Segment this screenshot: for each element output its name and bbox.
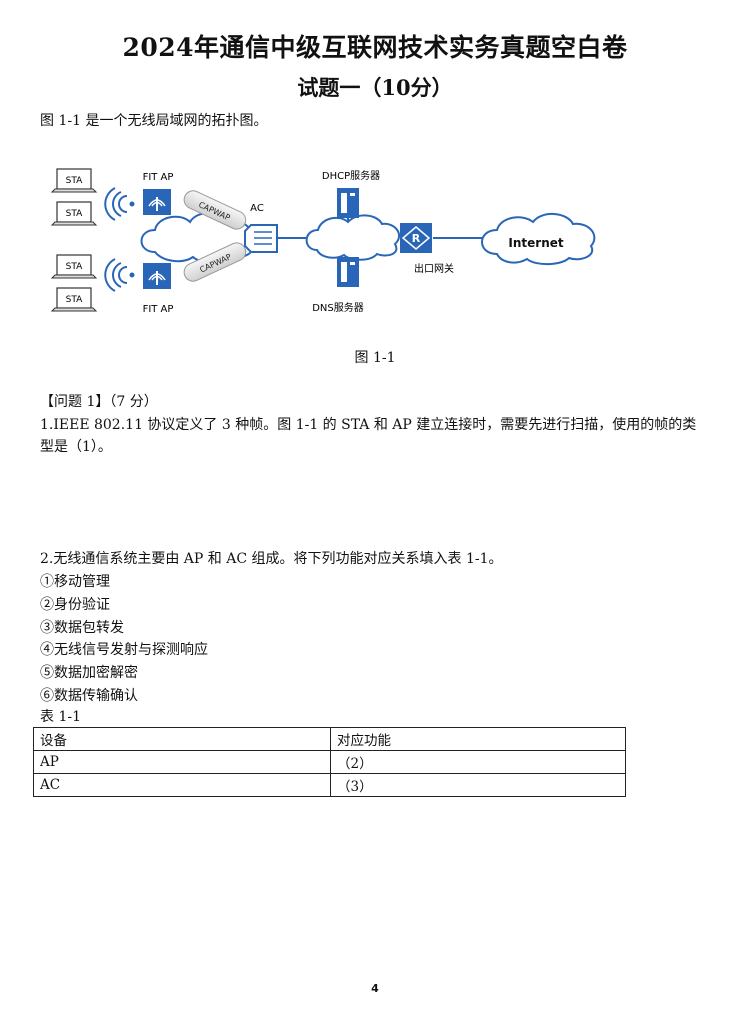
fit-ap-label-bottom: FIT AP xyxy=(143,304,174,315)
wifi-signal-icon xyxy=(104,258,135,292)
sta-laptop-3: STA xyxy=(50,254,98,279)
table-cell-function: （2） xyxy=(330,750,626,774)
function-item-4: ④无线信号发射与探测响应 xyxy=(40,642,208,658)
dns-label: DNS服务器 xyxy=(312,301,364,314)
sta-laptop-2: STA xyxy=(50,201,98,226)
question1-heading: 【问题 1】（7 分） xyxy=(40,394,158,410)
router-icon: R xyxy=(400,223,432,253)
question-title: 试题一（10分） xyxy=(297,75,453,100)
gateway-label: 出口网关 xyxy=(414,262,454,275)
dns-server-icon xyxy=(337,257,359,287)
dhcp-server-icon xyxy=(337,188,359,218)
table-caption: 表 1-1 xyxy=(40,709,81,725)
function-item-6: ⑥数据传输确认 xyxy=(40,688,138,704)
table-cell-function: （3） xyxy=(330,773,626,797)
sta-laptop-1: STA xyxy=(50,168,98,193)
fit-ap-icon-top xyxy=(143,189,171,215)
table-cell-device: AC xyxy=(33,773,331,797)
function-item-2: ②身份验证 xyxy=(40,597,110,613)
cloud-internet xyxy=(481,213,596,266)
table-header-function: 对应功能 xyxy=(330,727,626,751)
question1-part1-line2: 型是（1）。 xyxy=(40,439,112,455)
internet-label: Internet xyxy=(508,236,563,250)
function-item-3: ③数据包转发 xyxy=(40,620,124,636)
ac-label: AC xyxy=(250,203,264,214)
intro-text: 图 1-1 是一个无线局域网的拓扑图。 xyxy=(40,113,268,129)
sta-laptop-4: STA xyxy=(50,287,98,312)
wifi-signal-icon xyxy=(104,187,135,221)
question1-part1-line1: 1.IEEE 802.11 协议定义了 3 种帧。图 1-1 的 STA 和 A… xyxy=(40,417,697,433)
table-header-device: 设备 xyxy=(33,727,331,751)
topology-svg: Internet CAPWAP CAPWAP STA STA STA xyxy=(50,168,596,315)
svg-text:R: R xyxy=(412,232,421,245)
figure-caption: 图 1-1 xyxy=(354,350,396,366)
table-row: AP （2） xyxy=(33,750,626,774)
dhcp-label: DHCP服务器 xyxy=(322,169,380,182)
table-cell-device: AP xyxy=(33,750,331,774)
function-table: 设备 对应功能 AP （2） AC （3） xyxy=(33,727,626,797)
function-item-5: ⑤数据加密解密 xyxy=(40,665,138,681)
page-number: 4 xyxy=(371,982,379,995)
ac-controller-icon xyxy=(244,224,278,253)
topology-diagram: Internet CAPWAP CAPWAP STA STA STA xyxy=(45,160,605,330)
fit-ap-icon-bottom xyxy=(143,263,171,289)
page-title: 2024年通信中级互联网技术实务真题空白卷 xyxy=(122,33,628,62)
cloud-middle xyxy=(305,214,401,261)
sta-label-3: STA xyxy=(66,262,84,272)
function-item-1: ①移动管理 xyxy=(40,574,110,590)
sta-label-2: STA xyxy=(66,209,84,219)
sta-label-4: STA xyxy=(66,295,84,305)
sta-label-1: STA xyxy=(66,176,84,186)
question1-part2-intro: 2.无线通信系统主要由 AP 和 AC 组成。将下列功能对应关系填入表 1-1。 xyxy=(40,551,503,567)
fit-ap-label-top: FIT AP xyxy=(143,172,174,183)
table-header-row: 设备 对应功能 xyxy=(33,727,626,751)
table-row: AC （3） xyxy=(33,773,626,797)
